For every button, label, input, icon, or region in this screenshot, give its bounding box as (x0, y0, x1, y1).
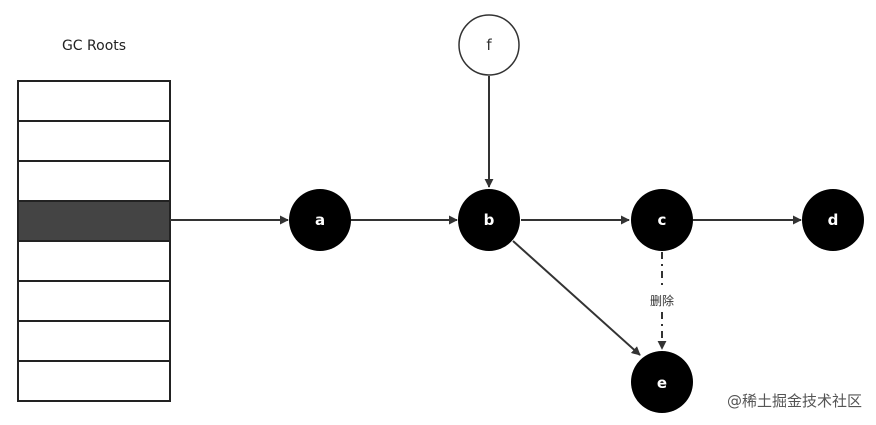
gc-roots-title: GC Roots (62, 38, 126, 54)
gc-roots-stack (17, 80, 171, 402)
watermark-text: @稀土掘金技术社区 (727, 392, 862, 410)
edge-b-to-e (512, 240, 641, 356)
node-f-label: f (486, 36, 492, 54)
node-e: e (631, 351, 693, 413)
node-c-label: c (658, 211, 667, 229)
gc-root-slot (17, 160, 171, 202)
node-d-label: d (828, 211, 839, 229)
gc-root-slot (17, 360, 171, 402)
node-a: a (289, 189, 351, 251)
gc-root-slot (17, 240, 171, 282)
node-a-label: a (315, 211, 325, 229)
node-b: b (458, 189, 520, 251)
node-e-label: e (657, 374, 667, 392)
gc-root-slot-active (17, 200, 171, 242)
node-f: f (458, 14, 520, 76)
gc-root-slot (17, 320, 171, 362)
gc-root-slot (17, 80, 171, 122)
node-c: c (631, 189, 693, 251)
gc-root-slot (17, 280, 171, 322)
node-b-label: b (484, 211, 495, 229)
edge-label-delete: 删除 (650, 293, 674, 308)
edge-label-backdrop (640, 291, 684, 309)
gc-root-slot (17, 120, 171, 162)
node-d: d (802, 189, 864, 251)
